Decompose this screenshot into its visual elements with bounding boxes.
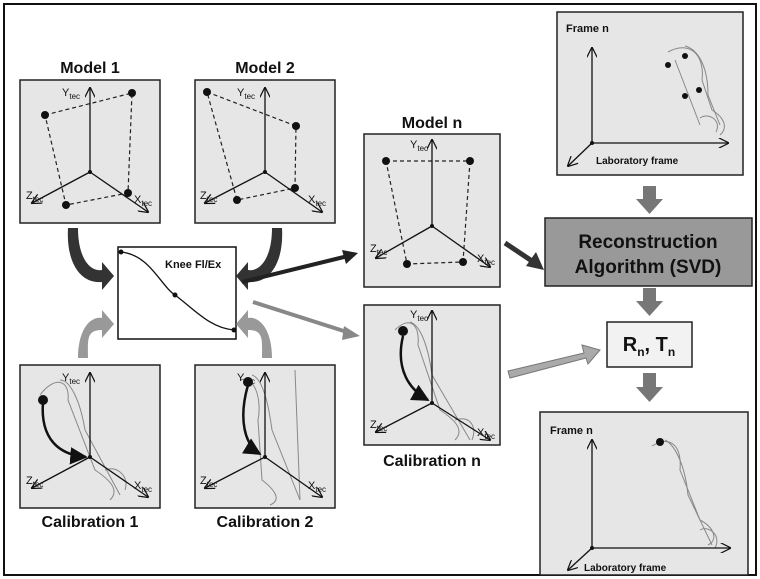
frame-bottom-panel: Frame n Laboratory frame: [539, 411, 749, 576]
svg-text:Laboratory frame: Laboratory frame: [596, 156, 679, 167]
arrow-model1-to-plot: [67, 228, 114, 290]
arrow-cal2-to-plot: [236, 310, 272, 358]
model-n-panel: Ytec Ztec Xtec: [363, 133, 501, 288]
arrow-plot-to-calibration-n: [252, 300, 360, 340]
arrow-cal1-to-plot: [78, 310, 114, 358]
knee-flex-label: Knee Fl/Ex: [165, 259, 222, 271]
model-1-title: Model 1: [60, 60, 120, 77]
svg-text:Ztec: Ztec: [200, 190, 217, 204]
svg-text:Ytec: Ytec: [237, 372, 255, 386]
svg-text:Ztec: Ztec: [370, 243, 387, 257]
calibration-n-panel: Ytec Ztec Xtec: [363, 304, 501, 446]
svg-text:Frame n: Frame n: [566, 23, 609, 35]
svg-text:Algorithm (SVD): Algorithm (SVD): [575, 257, 722, 278]
svg-text:Xtec: Xtec: [134, 194, 152, 208]
model-n-title: Model n: [402, 115, 462, 132]
svg-text:Ytec: Ytec: [237, 87, 255, 101]
svg-text:Xtec: Xtec: [134, 480, 152, 494]
svg-text:Ztec: Ztec: [370, 419, 387, 433]
calibration-n-title: Calibration n: [383, 453, 481, 470]
model-2-panel: Ytec Ztec Xtec: [194, 79, 336, 224]
arrow-calibration-n-to-result: [507, 344, 601, 379]
svg-text:Laboratory frame: Laboratory frame: [584, 563, 667, 574]
knee-flex-plot: Knee Fl/Ex: [117, 246, 237, 340]
svg-text:Xtec: Xtec: [477, 427, 495, 441]
calibration-2-panel: Ytec Ztec Xtec: [194, 364, 336, 509]
arrow-algorithm-to-result: [636, 288, 663, 316]
frame-top-panel: Frame n Laboratory frame: [556, 11, 744, 176]
svg-text:Xtec: Xtec: [308, 194, 326, 208]
svg-text:Ytec: Ytec: [410, 309, 428, 323]
svg-text:Rn, Tn: Rn, Tn: [623, 334, 675, 359]
svg-text:Ytec: Ytec: [410, 139, 428, 153]
svg-text:Ztec: Ztec: [200, 475, 217, 489]
model-1-panel: Ytec Ztec Xtec: [19, 79, 161, 224]
calibration-1-title: Calibration 1: [42, 514, 139, 531]
calibration-2-title: Calibration 2: [217, 514, 314, 531]
arrow-model2-to-plot: [236, 228, 283, 290]
svg-text:Ztec: Ztec: [26, 475, 43, 489]
svg-text:Xtec: Xtec: [477, 253, 495, 267]
svg-text:Reconstruction: Reconstruction: [578, 232, 717, 253]
arrow-model-n-to-algorithm: [503, 240, 544, 270]
calibration-1-panel: Ytec Ztec Xtec: [19, 364, 161, 509]
result-box: Rn, Tn: [606, 321, 693, 368]
svg-text:Frame n: Frame n: [550, 425, 593, 437]
algorithm-box: Reconstruction Algorithm (SVD): [544, 217, 753, 287]
svg-text:Ytec: Ytec: [62, 372, 80, 386]
svg-text:Xtec: Xtec: [308, 480, 326, 494]
svg-text:Ytec: Ytec: [62, 87, 80, 101]
svg-text:Ztec: Ztec: [26, 190, 43, 204]
model-2-title: Model 2: [235, 60, 295, 77]
arrow-plot-to-model-n: [241, 250, 358, 284]
arrow-frame-to-algorithm: [636, 186, 663, 214]
arrow-result-to-frame: [636, 373, 663, 402]
